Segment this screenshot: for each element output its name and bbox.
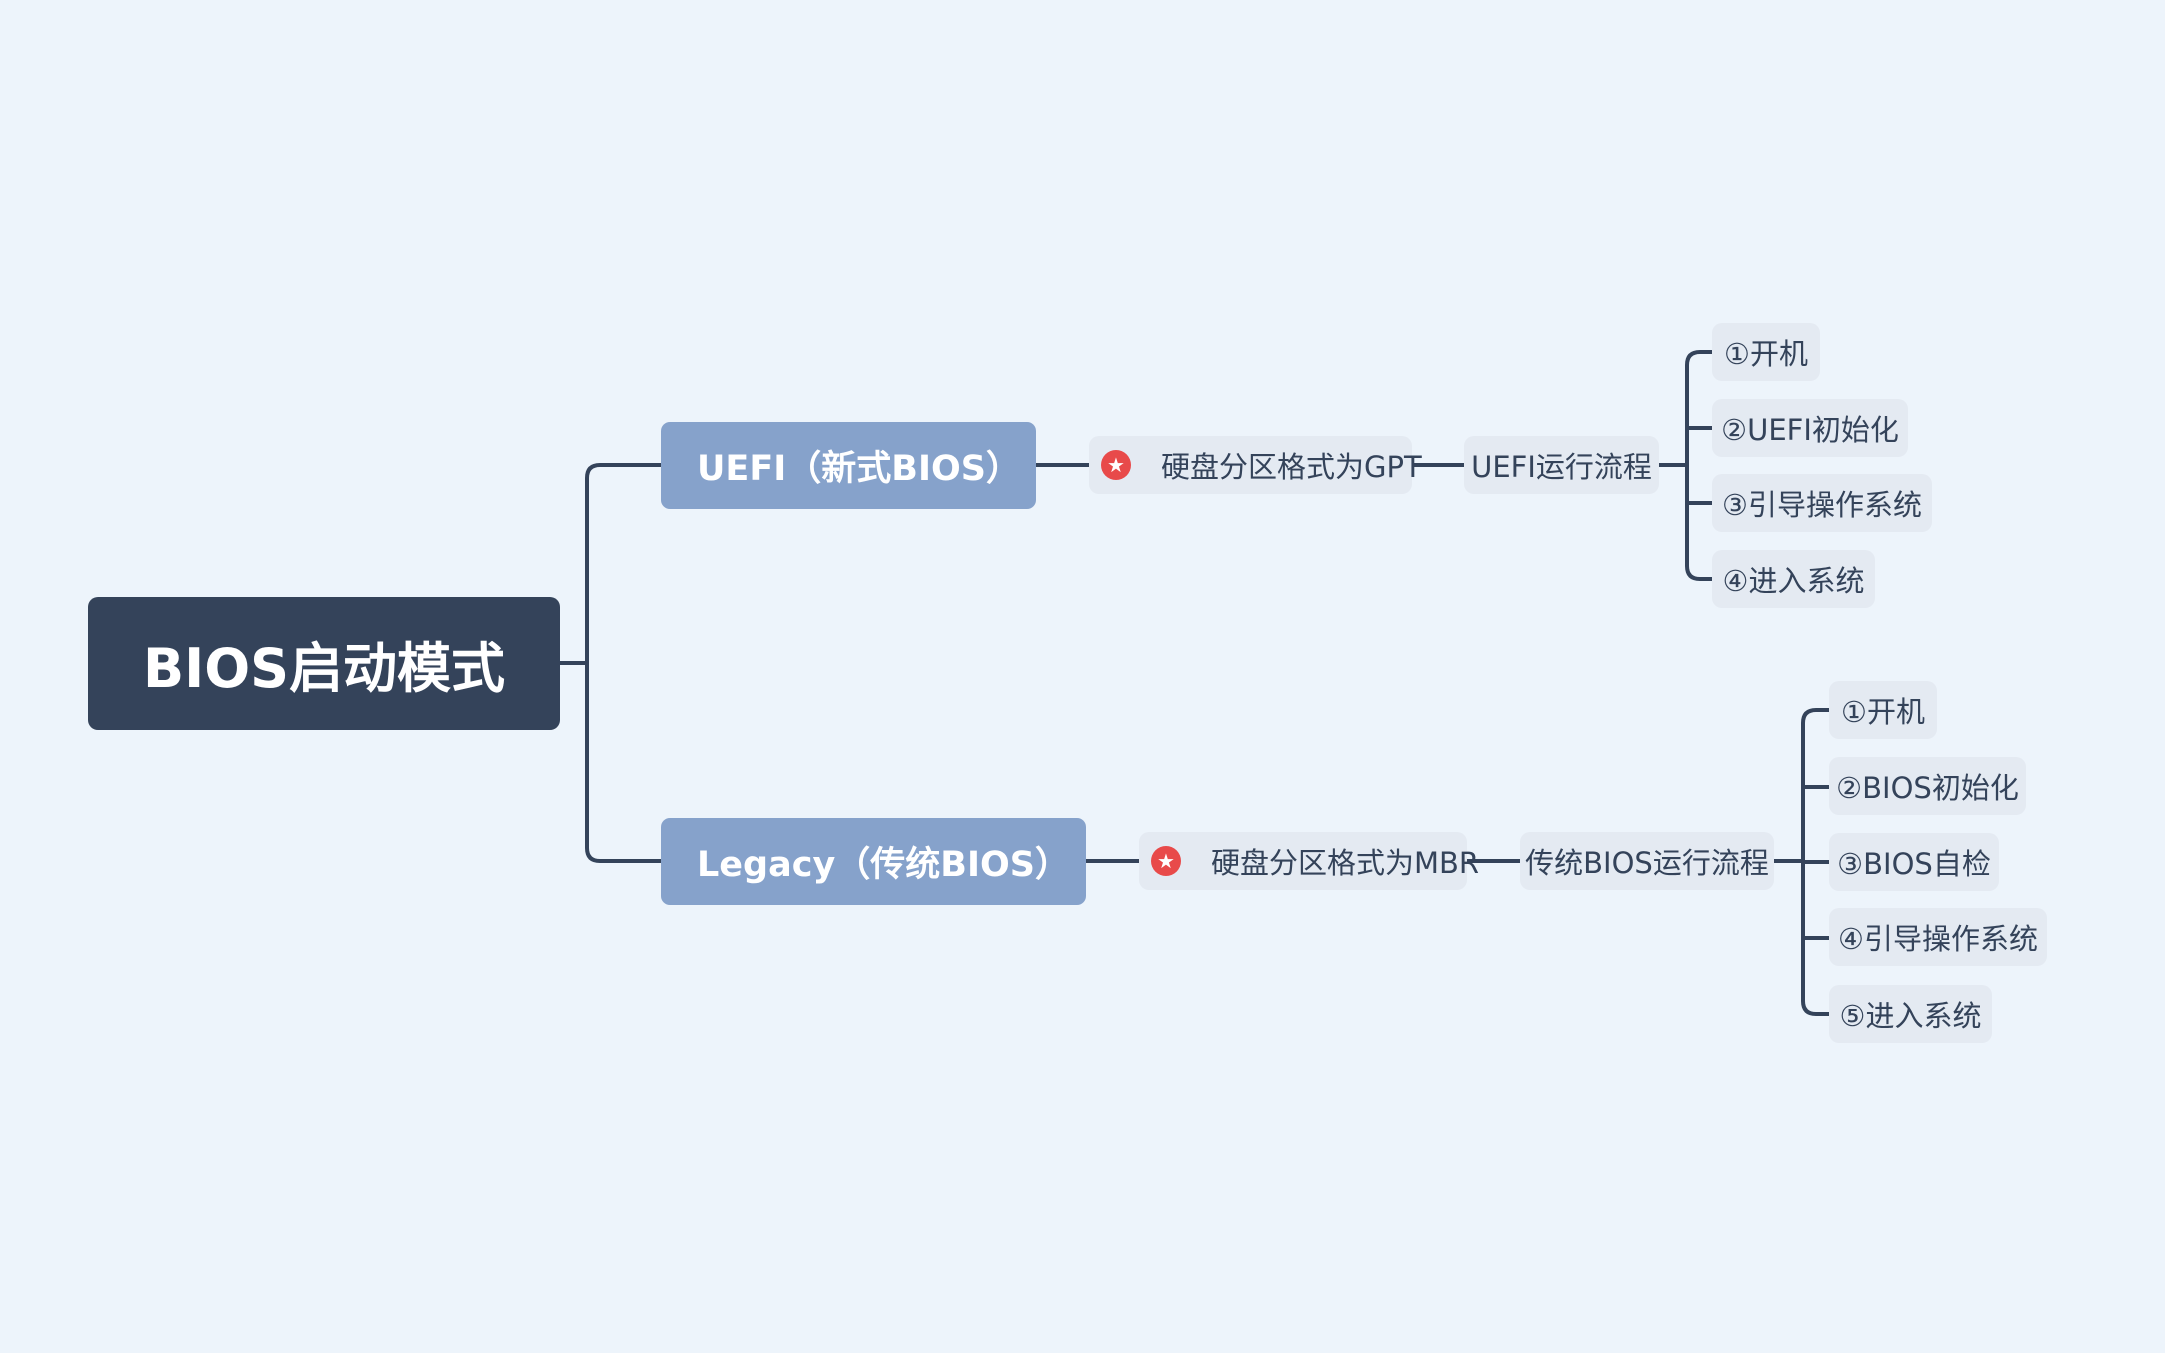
branch-legacy-label: Legacy（传统BIOS） <box>697 845 1070 885</box>
legacy-partition-label: 硬盘分区格式为MBR <box>1211 846 1480 880</box>
legacy-step-3-label: ③BIOS自检 <box>1837 847 1991 881</box>
uefi-flow-label: UEFI运行流程 <box>1471 450 1652 484</box>
legacy-step-2-label: ②BIOS初始化 <box>1836 771 2019 805</box>
uefi-step-4-label: ④进入系统 <box>1722 564 1865 598</box>
uefi-step-3[interactable]: ③引导操作系统 <box>1712 474 1932 532</box>
connector-uefi-steps-top <box>1685 350 1714 581</box>
legacy-partition-topic[interactable]: ★ 硬盘分区格式为MBR <box>1139 832 1479 890</box>
uefi-step-2[interactable]: ②UEFI初始化 <box>1712 399 1908 457</box>
legacy-flow-label: 传统BIOS运行流程 <box>1525 846 1769 880</box>
branch-legacy[interactable]: Legacy（传统BIOS） <box>661 818 1086 905</box>
legacy-step-1-label: ①开机 <box>1841 695 1925 729</box>
uefi-partition-topic[interactable]: ★ 硬盘分区格式为GPT <box>1089 436 1422 494</box>
uefi-partition-label: 硬盘分区格式为GPT <box>1161 450 1422 484</box>
uefi-step-4[interactable]: ④进入系统 <box>1712 550 1875 608</box>
legacy-step-2[interactable]: ②BIOS初始化 <box>1829 757 2026 815</box>
legacy-step-5-label: ⑤进入系统 <box>1839 999 1982 1033</box>
uefi-step-3-label: ③引导操作系统 <box>1722 488 1922 522</box>
branch-uefi[interactable]: UEFI（新式BIOS） <box>661 422 1036 509</box>
uefi-step-2-label: ②UEFI初始化 <box>1721 413 1899 447</box>
legacy-step-5[interactable]: ⑤进入系统 <box>1829 985 1992 1043</box>
uefi-step-1[interactable]: ①开机 <box>1712 323 1820 381</box>
root-topic-label: BIOS启动模式 <box>142 637 506 700</box>
connector-root-uefi <box>585 463 663 863</box>
star-marker-icon: ★ <box>1101 450 1131 480</box>
legacy-step-1[interactable]: ①开机 <box>1829 681 1937 739</box>
legacy-step-3[interactable]: ③BIOS自检 <box>1829 833 1999 891</box>
legacy-step-4-label: ④引导操作系统 <box>1838 922 2038 956</box>
uefi-flow-topic[interactable]: UEFI运行流程 <box>1464 436 1659 494</box>
uefi-step-1-label: ①开机 <box>1724 337 1808 371</box>
legacy-step-4[interactable]: ④引导操作系统 <box>1829 908 2047 966</box>
branch-uefi-label: UEFI（新式BIOS） <box>697 449 1021 489</box>
root-topic[interactable]: BIOS启动模式 <box>88 597 560 730</box>
star-marker-icon: ★ <box>1151 846 1181 876</box>
legacy-flow-topic[interactable]: 传统BIOS运行流程 <box>1520 832 1774 890</box>
